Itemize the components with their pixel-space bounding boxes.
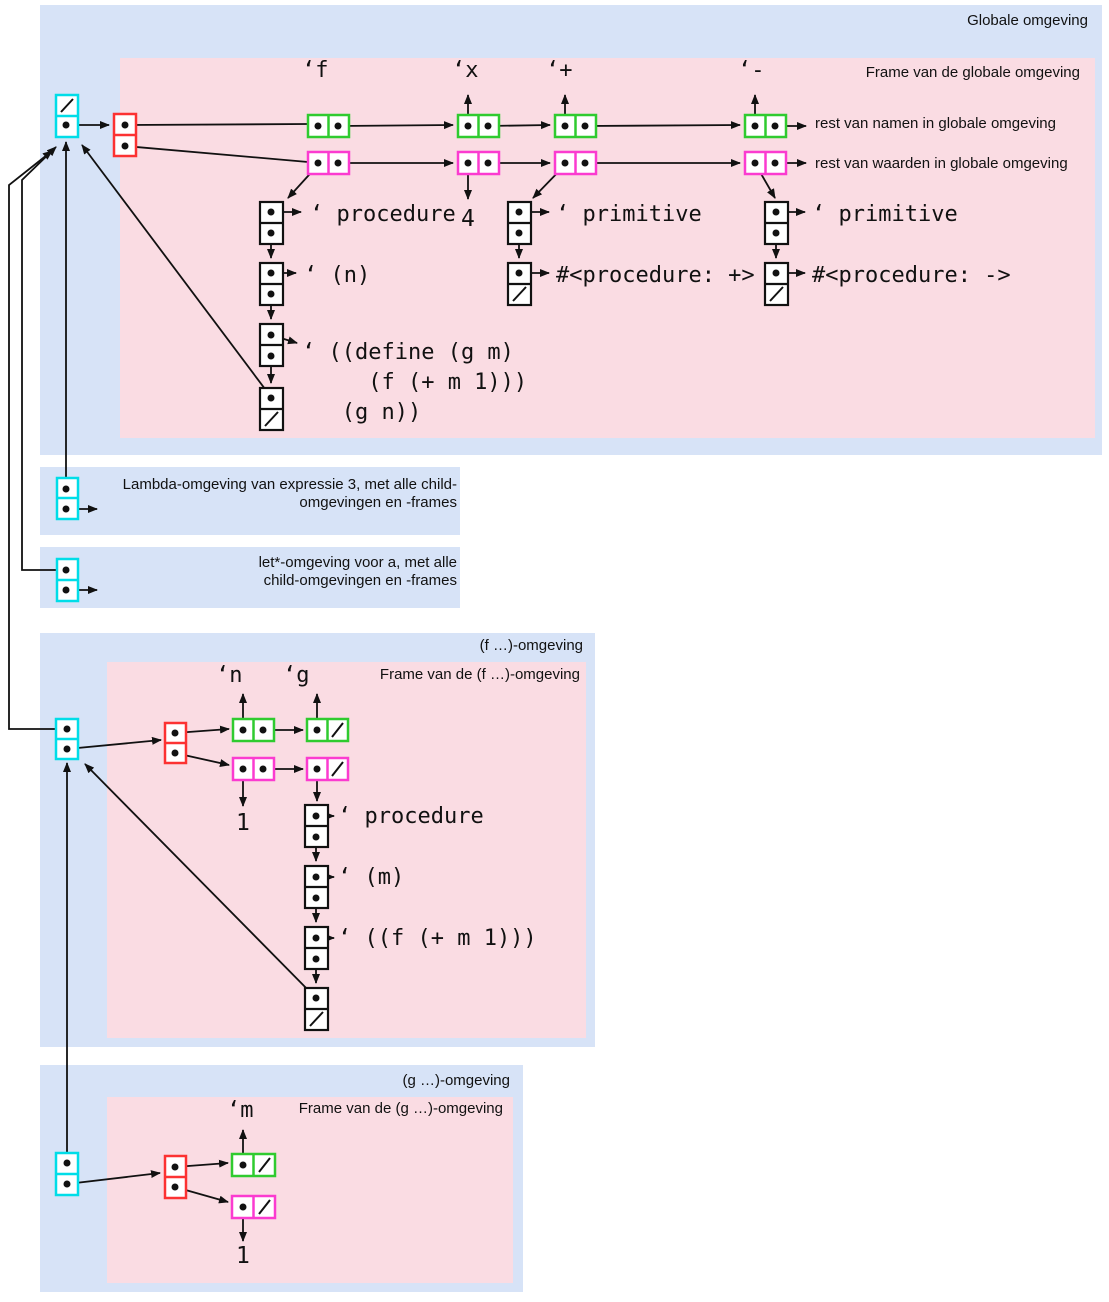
global-env-title: Globale omgeving: [967, 12, 1088, 29]
name-label-m: ‘m: [227, 1098, 254, 1123]
g-closure-params: ‘ (m): [338, 865, 405, 890]
lambda-env-label-line2: omgevingen en -frames: [299, 494, 457, 511]
g-closure-tag: ‘ procedure: [338, 804, 484, 829]
name-label-plus: ‘+: [546, 58, 573, 83]
let-env-label-line1: let*-omgeving voor a, met alle: [258, 554, 457, 571]
g-closure-body: ‘ ((f (+ m 1))): [338, 926, 537, 951]
f-frame-title: Frame van de (f …)-omgeving: [379, 666, 580, 683]
rest-names-label: rest van namen in globale omgeving: [815, 115, 1056, 132]
x-value: 4: [461, 206, 475, 232]
name-label-minus: ‘-: [738, 58, 765, 83]
minus-closure-proc: #<procedure: ->: [812, 263, 1011, 288]
plus-closure-tag: ‘ primitive: [556, 202, 702, 227]
m-value: 1: [236, 1243, 250, 1269]
g-frame-title: Frame van de (g …)-omgeving: [298, 1100, 503, 1117]
f-frame-panel: [107, 662, 586, 1038]
n-value: 1: [236, 810, 250, 836]
name-label-f: ‘f: [302, 58, 329, 83]
f-env-title: (f …)-omgeving: [479, 637, 583, 654]
let-env-section: [40, 547, 460, 608]
global-frame-panel: [120, 58, 1095, 438]
f-closure-body: ‘ ((define (g m) (f (+ m 1))) (g n)): [302, 340, 528, 425]
let-env-label-line2: child-omgevingen en -frames: [263, 572, 457, 589]
f-closure-tag: ‘ procedure: [310, 202, 456, 227]
minus-closure-tag: ‘ primitive: [812, 202, 958, 227]
name-label-x: ‘x: [452, 58, 479, 83]
plus-closure-proc: #<procedure: +>: [556, 263, 755, 288]
lambda-env-section: [40, 467, 460, 535]
f-closure-params: ‘ (n): [304, 263, 371, 288]
global-frame-title: Frame van de globale omgeving: [865, 64, 1080, 81]
g-env-title: (g …)-omgeving: [402, 1072, 510, 1089]
name-label-g: ‘g: [283, 663, 310, 688]
g-frame-panel: [107, 1097, 513, 1283]
name-label-n: ‘n: [216, 663, 243, 688]
rest-values-label: rest van waarden in globale omgeving: [815, 155, 1068, 172]
lambda-env-label-line1: Lambda-omgeving van expressie 3, met all…: [122, 476, 457, 493]
